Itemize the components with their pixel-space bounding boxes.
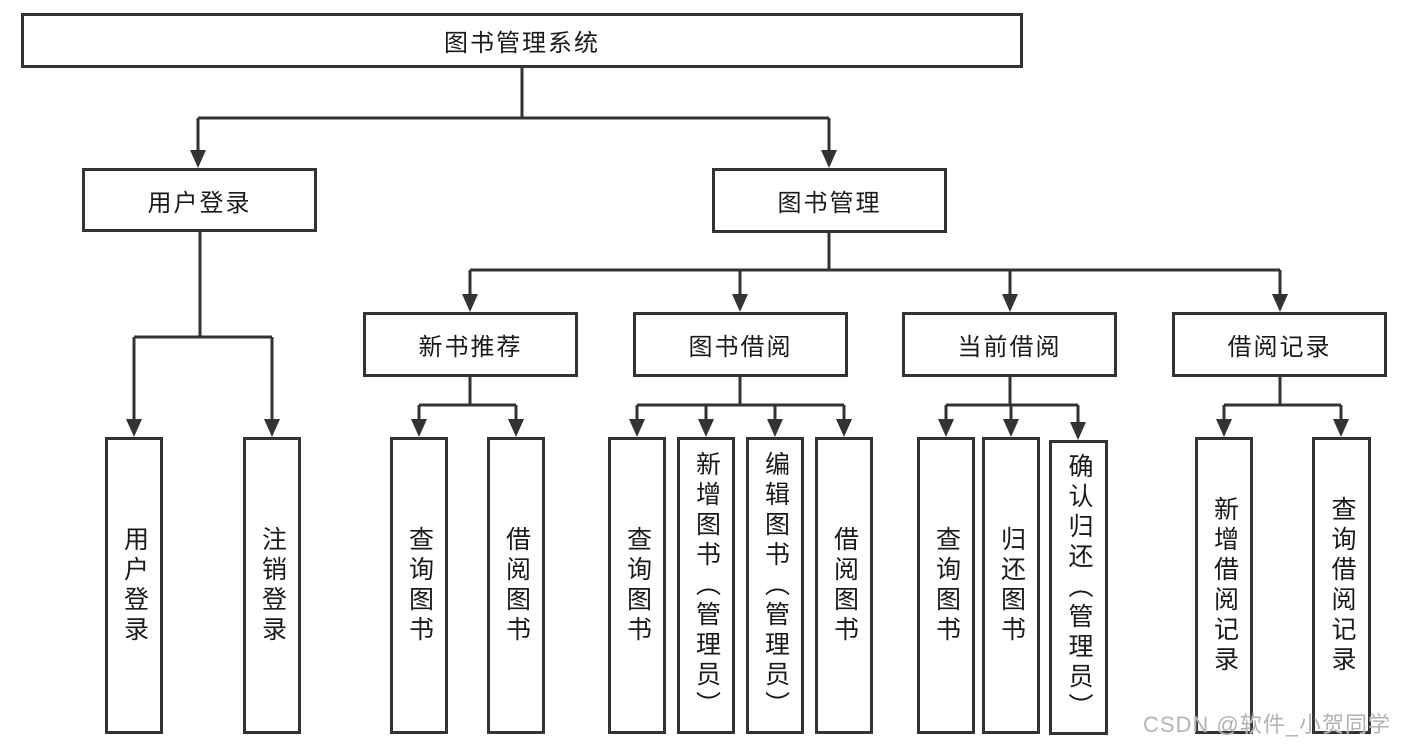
leaf-label: 归还图书 <box>997 525 1026 646</box>
node-label: 图书借阅 <box>688 334 793 361</box>
leaf-label: 用户登录 <box>120 525 149 646</box>
arrowheads-user-login <box>126 419 280 437</box>
leaf-edit-books-admin: 编辑图书（管理员） <box>746 437 804 734</box>
leaf-label: 查询图书 <box>932 525 961 646</box>
leaf-label: 借阅图书 <box>502 525 531 646</box>
leaf-logout: 注销登录 <box>243 437 301 734</box>
leaf-query-borrow-record: 查询借阅记录 <box>1312 437 1371 734</box>
node-label: 当前借阅 <box>957 334 1062 361</box>
leaf-label: 查询图书 <box>405 525 434 646</box>
leaf-label: 注销登录 <box>258 525 287 646</box>
leaf-label: 确认归还（管理员） <box>1065 452 1093 723</box>
node-borrowing-records: 借阅记录 <box>1172 312 1387 377</box>
node-book-management-system: 图书管理系统 <box>21 13 1023 68</box>
node-label: 借阅记录 <box>1227 334 1332 361</box>
node-label: 图书管理系统 <box>444 30 600 57</box>
arrowheads-new-books <box>411 419 524 437</box>
leaf-label: 借阅图书 <box>830 525 859 646</box>
leaf-add-books-admin: 新增图书（管理员） <box>677 437 735 734</box>
node-new-book-recommend: 新书推荐 <box>363 312 578 377</box>
node-current-borrowing: 当前借阅 <box>902 312 1117 377</box>
leaf-add-borrow-record: 新增借阅记录 <box>1195 437 1253 734</box>
leaf-borrow-books-recommend: 借阅图书 <box>487 437 545 734</box>
leaf-borrow-books: 借阅图书 <box>815 437 873 734</box>
leaf-query-books-recommend: 查询图书 <box>390 437 448 734</box>
leaf-label: 查询图书 <box>623 525 652 646</box>
leaf-query-books-current: 查询图书 <box>917 437 975 734</box>
arrowheads-current-borrow <box>938 419 1086 440</box>
arrowheads-level1 <box>190 150 837 168</box>
node-book-management: 图书管理 <box>712 168 947 233</box>
node-user-login: 用户登录 <box>82 168 317 232</box>
leaf-user-login: 用户登录 <box>105 437 163 734</box>
arrowheads-book-borrow <box>629 419 852 437</box>
leaf-label: 编辑图书（管理员） <box>761 450 790 721</box>
connector-new-books <box>417 377 518 423</box>
connector-borrow-records <box>1222 377 1343 423</box>
connector-root-to-level1 <box>196 68 831 154</box>
leaf-label: 查询借阅记录 <box>1328 495 1356 676</box>
connector-book-borrow <box>635 377 846 423</box>
node-book-borrowing: 图书借阅 <box>633 312 848 377</box>
leaf-label: 新增借阅记录 <box>1210 495 1239 676</box>
leaf-confirm-return-admin: 确认归还（管理员） <box>1049 440 1108 735</box>
arrowheads-level2 <box>462 294 1288 312</box>
connector-user-login <box>132 232 274 423</box>
node-label: 用户登录 <box>147 189 252 217</box>
connector-current-borrow <box>944 377 1080 426</box>
leaf-return-books: 归还图书 <box>982 437 1040 734</box>
connector-book-mgmt-to-level2 <box>468 233 1282 298</box>
node-label: 新书推荐 <box>418 334 523 361</box>
leaf-label: 新增图书（管理员） <box>692 450 721 721</box>
leaf-query-books-borrow: 查询图书 <box>608 437 666 734</box>
csdn-watermark: CSDN @软件_小贺同学 <box>1142 712 1391 737</box>
arrowheads-borrow-records <box>1216 419 1349 437</box>
node-label: 图书管理 <box>777 190 882 217</box>
